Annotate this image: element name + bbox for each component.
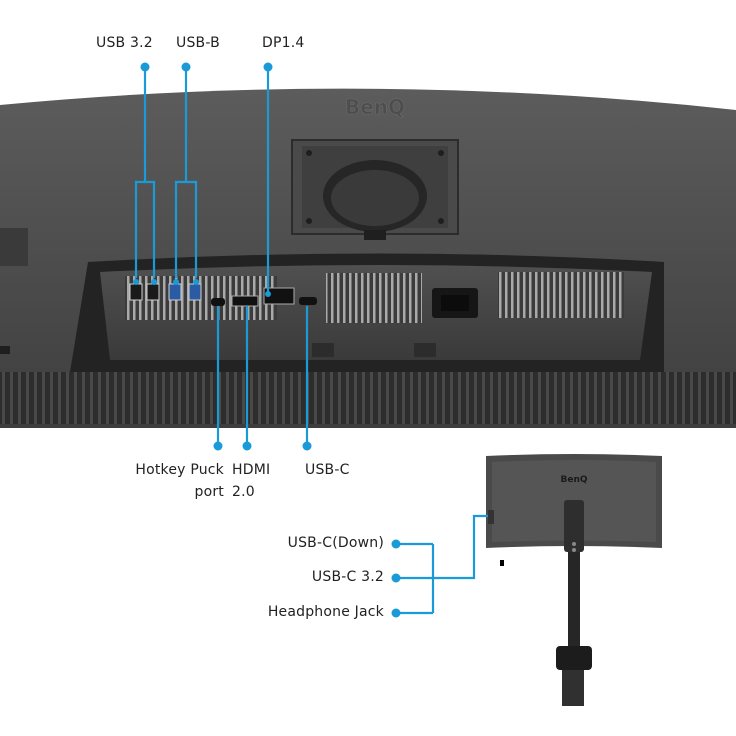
label-hotkey-line2: port (194, 484, 224, 500)
label-usb-c: USB-C (305, 462, 350, 478)
label-headphone-jack: Headphone Jack (267, 604, 384, 620)
label-hotkey-puck-port: Hotkey Puck port (118, 462, 224, 500)
label-hdmi-line1: HDMI (232, 462, 271, 478)
callout-lines (134, 67, 488, 615)
brand-logo: BenQ (345, 95, 405, 119)
brand-logo-small: BenQ (560, 475, 587, 485)
monitor-side-view: BenQ (486, 454, 662, 706)
vesa-mount (291, 139, 459, 240)
label-usb-b: USB-B (176, 35, 220, 51)
callout-dots (133, 62, 401, 618)
label-dp-1-4: DP1.4 (262, 35, 305, 51)
label-hotkey-line1: Hotkey Puck (135, 462, 224, 478)
label-usb-c-3-2: USB-C 3.2 (311, 569, 384, 585)
label-usb-c-down: USB-C(Down) (287, 535, 384, 551)
label-hdmi-line2: 2.0 (232, 484, 255, 500)
label-usb-3-2: USB 3.2 (96, 35, 153, 51)
io-bay (70, 253, 664, 372)
label-hdmi-2-0: HDMI 2.0 (232, 462, 270, 500)
monitor-rear-view: BenQ (0, 88, 736, 429)
